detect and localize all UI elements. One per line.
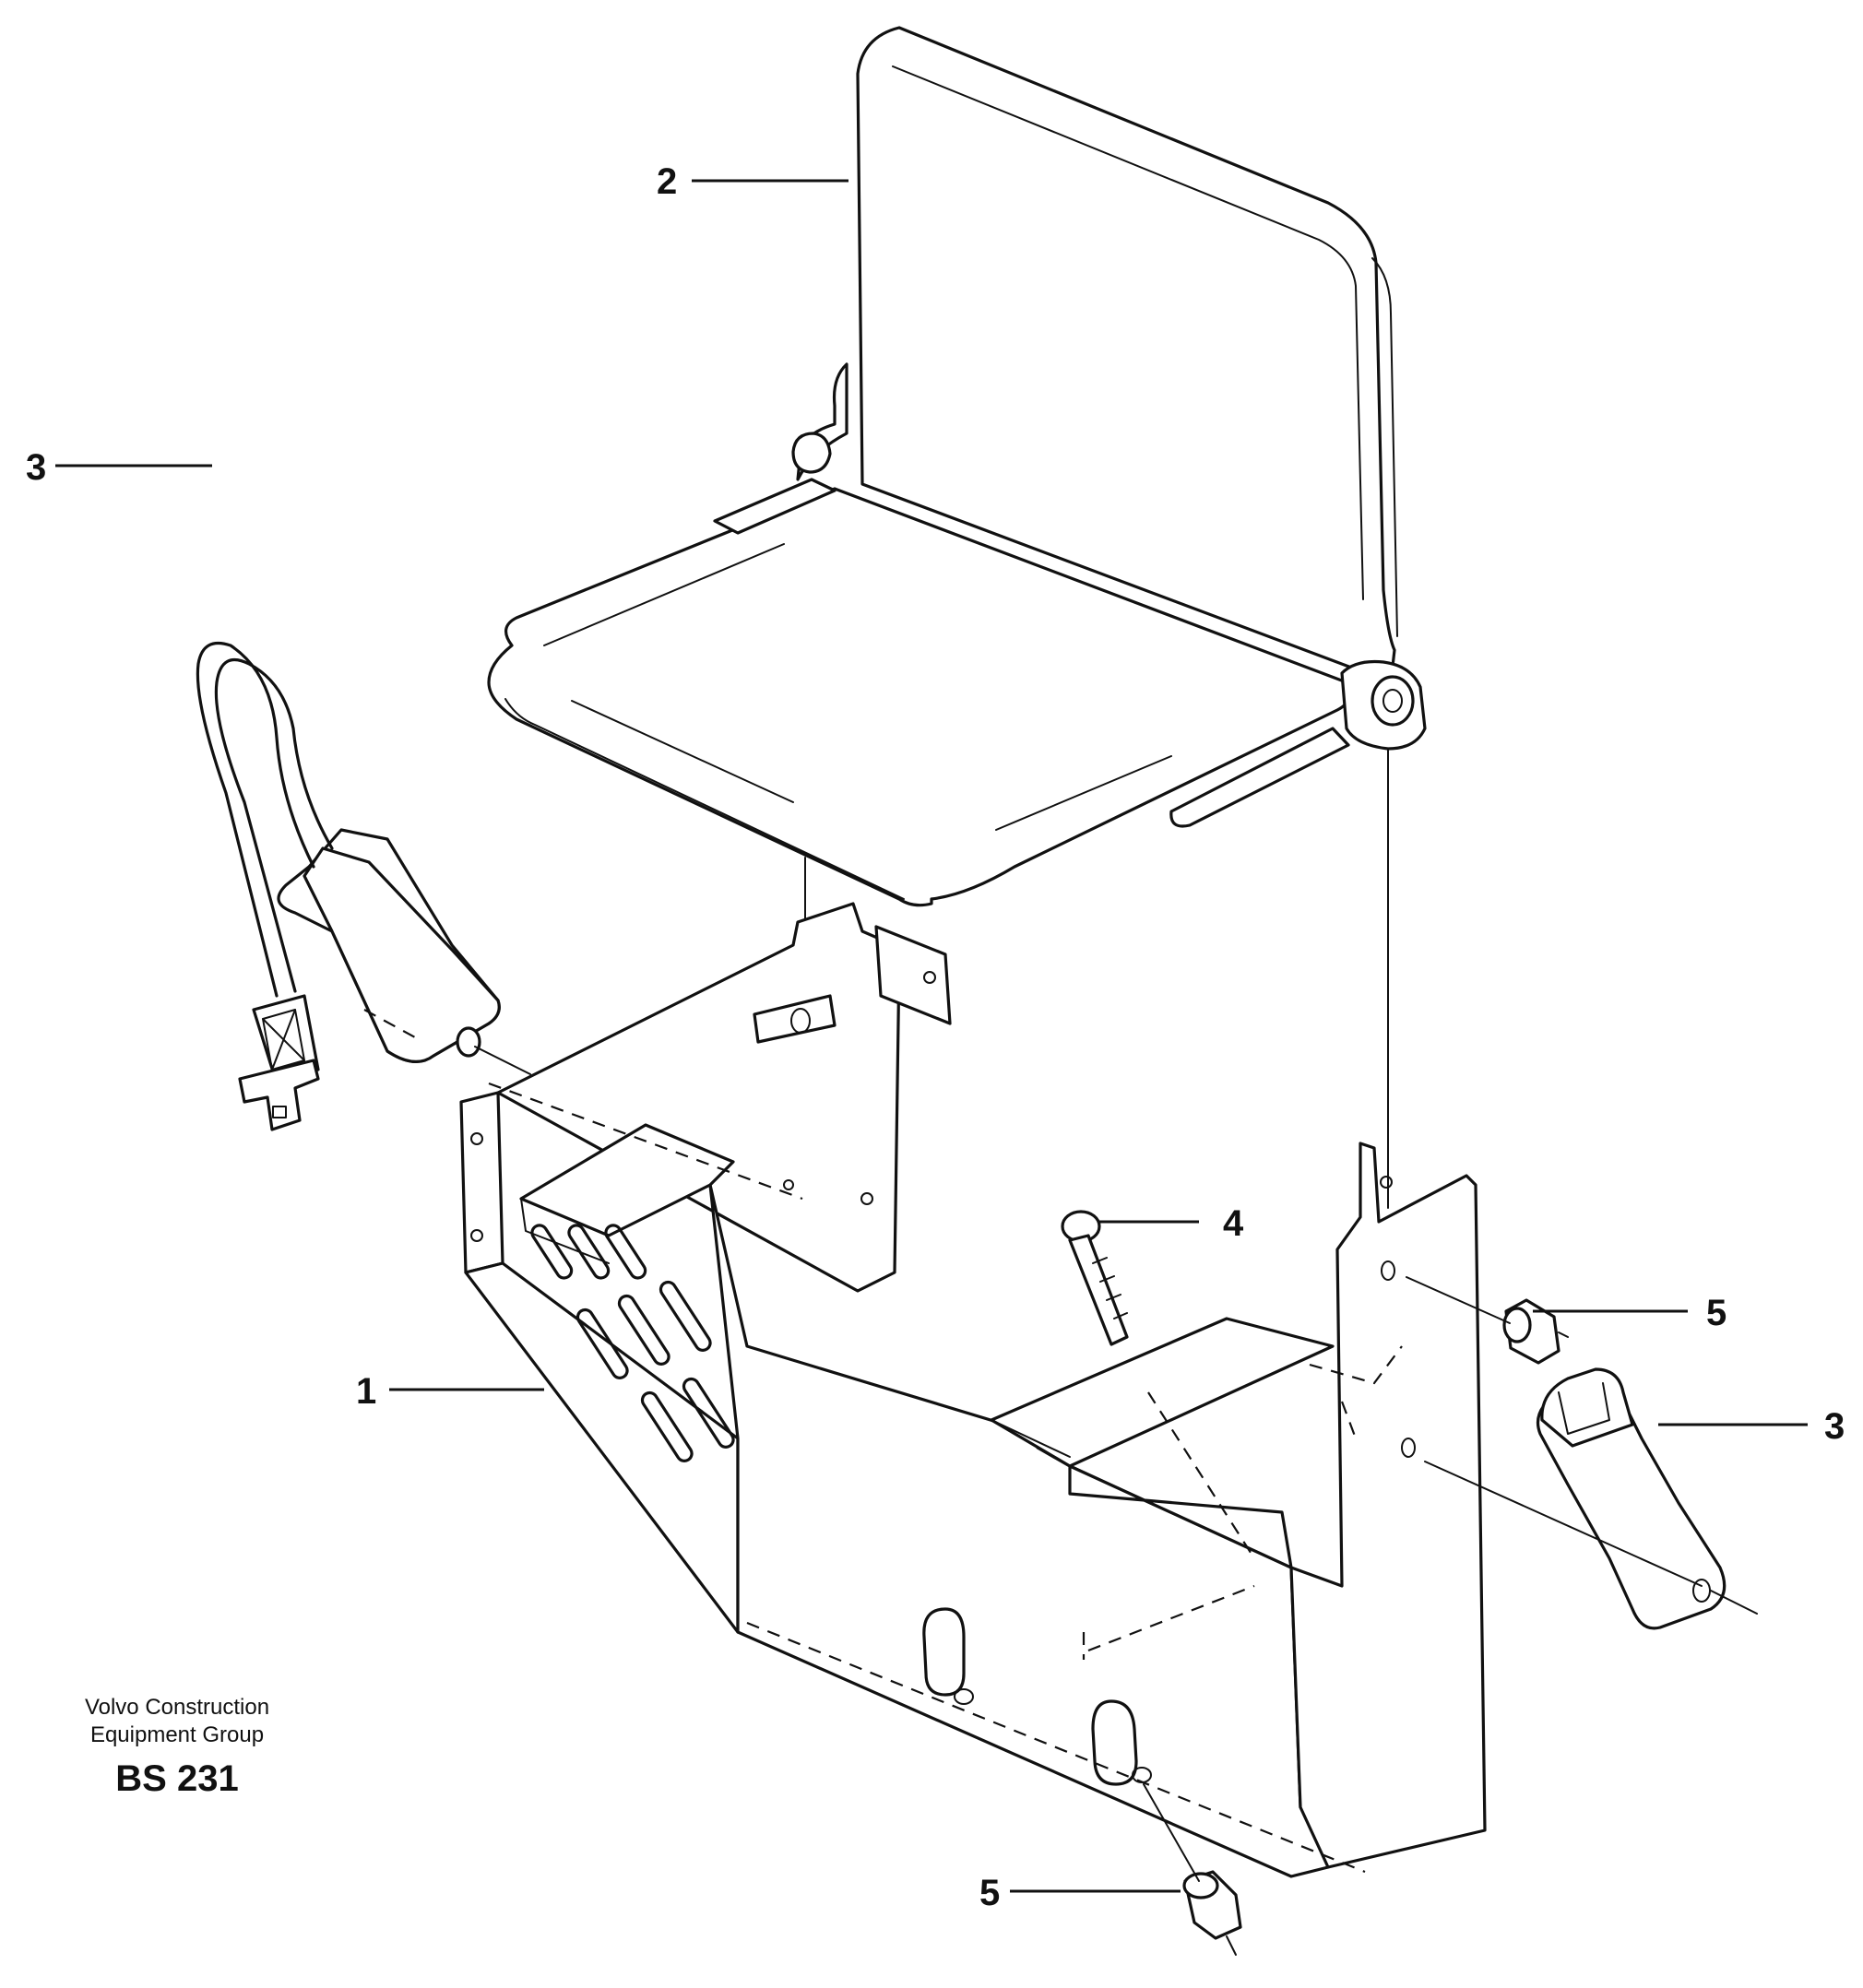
seat-belt-left xyxy=(196,641,501,1131)
callout-nut-right: 5 xyxy=(1706,1293,1727,1333)
callout-seat: 2 xyxy=(657,161,677,202)
console-vent-slots xyxy=(530,1224,735,1462)
callout-console: 1 xyxy=(356,1371,376,1412)
callout-screw: 4 xyxy=(1223,1203,1244,1244)
console-back-plate xyxy=(496,902,901,1293)
seat-adjust-knob xyxy=(1340,659,1427,751)
screw xyxy=(1061,1210,1129,1346)
console-bracket xyxy=(459,902,1487,1878)
company-name-line2: Equipment Group xyxy=(90,1722,264,1747)
seat-belt-right xyxy=(1536,1367,1727,1630)
company-name-line1: Volvo Construction xyxy=(85,1695,269,1720)
nut-bottom xyxy=(1182,1870,1242,1940)
console-right-upright xyxy=(1289,1142,1487,1869)
seat-cushion xyxy=(487,487,1351,907)
nut-right xyxy=(1502,1298,1560,1365)
callout-belt-left: 3 xyxy=(26,447,46,488)
seat-backrest xyxy=(856,26,1396,684)
callout-belt-right: 3 xyxy=(1824,1406,1845,1447)
seat-assembly xyxy=(487,26,1427,907)
console-left-flange xyxy=(459,1091,504,1274)
console-shelf xyxy=(990,1317,1335,1569)
drawing-code: BS 231 xyxy=(115,1758,238,1799)
callout-nut-bottom: 5 xyxy=(979,1873,1000,1913)
